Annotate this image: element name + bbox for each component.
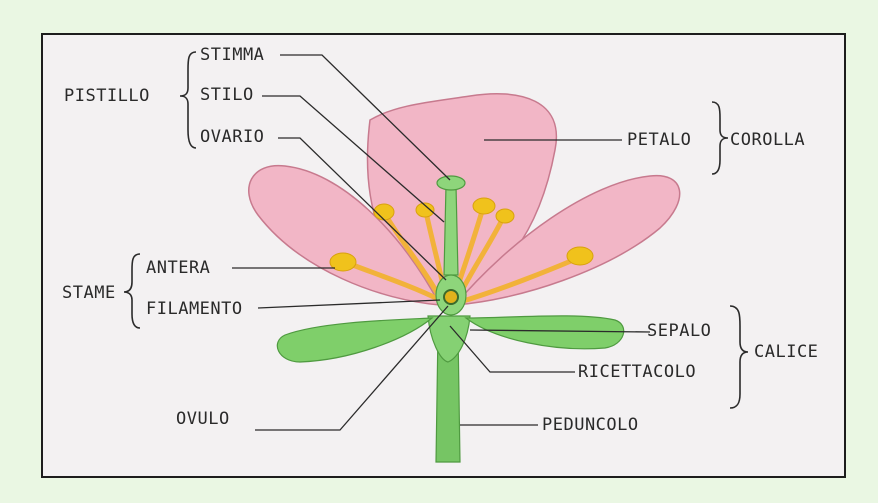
label-stilo: STILO (200, 85, 254, 105)
label-sepalo: SEPALO (647, 321, 711, 341)
ovule (444, 290, 458, 304)
brace-stame (124, 254, 140, 328)
brace-pistillo (180, 52, 196, 148)
brace-calice (730, 306, 748, 408)
sepal-left (277, 318, 432, 362)
pistil-style (444, 185, 458, 275)
label-ricettacolo: RICETTACOLO (578, 362, 696, 382)
pistil-stigma (437, 176, 465, 190)
label-corolla: COROLLA (730, 130, 805, 150)
label-ovario: OVARIO (200, 127, 264, 147)
label-pistillo: PISTILLO (64, 86, 150, 106)
label-ovulo: OVULO (176, 409, 230, 429)
label-calice: CALICE (754, 342, 818, 362)
brace-corolla (712, 102, 728, 174)
label-petalo: PETALO (627, 130, 691, 150)
receptacle (428, 316, 470, 362)
label-antera: ANTERA (146, 258, 210, 278)
label-peduncolo: PEDUNCOLO (542, 415, 639, 435)
sepal-right (466, 316, 624, 349)
label-stimma: STIMMA (200, 45, 264, 65)
label-filamento: FILAMENTO (146, 299, 243, 319)
label-stame: STAME (62, 283, 116, 303)
